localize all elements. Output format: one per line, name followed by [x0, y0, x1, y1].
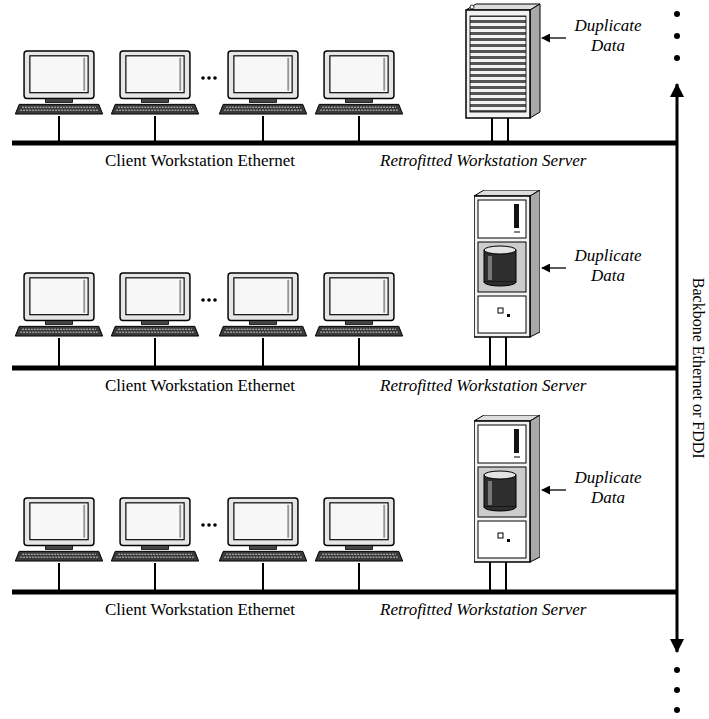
workstation-icon: [111, 498, 198, 561]
workstation-icon: [111, 273, 198, 336]
ellipsis-dot: [201, 76, 205, 80]
callout-label: Duplicate Data: [568, 468, 648, 507]
server-label: Retrofitted Workstation Server: [380, 376, 587, 396]
server-drop: [490, 562, 506, 592]
workstation-icon: [111, 51, 198, 114]
ellipsis-dot: [207, 298, 211, 302]
ellipsis-dot: [213, 298, 217, 302]
ellipsis-dot: [207, 523, 211, 527]
workstation-icon: [315, 498, 402, 561]
drop-cable: [59, 116, 359, 143]
pointer-arrow: [542, 37, 566, 38]
ethernet-bus: [12, 590, 677, 595]
callout-label: Duplicate Data: [568, 246, 648, 285]
network-label: Client Workstation Ethernet: [105, 376, 295, 396]
client-segment: [12, 4, 677, 143]
continuation-dot: [674, 707, 680, 713]
workstation-icon: [219, 51, 306, 114]
network-label: Client Workstation Ethernet: [105, 600, 295, 620]
workstation-icon: [219, 273, 306, 336]
pointer-arrow: [542, 489, 566, 490]
workstation-icon: [15, 498, 102, 561]
ethernet-bus: [12, 366, 677, 371]
ellipsis-dot: [213, 76, 217, 80]
backbone: [674, 11, 680, 713]
ethernet-bus: [12, 141, 677, 146]
continuation-dot: [674, 11, 680, 17]
backbone-label: Backbone Ethernet or FDDI: [688, 278, 706, 459]
server-label: Retrofitted Workstation Server: [380, 151, 587, 171]
workstation-icon: [315, 273, 402, 336]
tower-server: [474, 415, 540, 562]
ellipsis-dot: [207, 76, 211, 80]
network-label: Client Workstation Ethernet: [105, 151, 295, 171]
continuation-dot: [674, 33, 680, 39]
rack-server: [466, 4, 540, 118]
server-drop: [490, 337, 506, 368]
workstation-icon: [219, 498, 306, 561]
client-segment: [12, 190, 677, 368]
continuation-dot: [674, 667, 680, 673]
continuation-dot: [674, 687, 680, 693]
callout-label: Duplicate Data: [568, 16, 648, 55]
server-label: Retrofitted Workstation Server: [380, 600, 587, 620]
drop-cable: [59, 338, 359, 368]
ellipsis-dot: [201, 298, 205, 302]
server-drop: [492, 118, 508, 143]
ellipsis-dot: [213, 523, 217, 527]
drop-cable: [59, 563, 359, 592]
ellipsis-dot: [201, 523, 205, 527]
workstation-icon: [15, 273, 102, 336]
continuation-dot: [674, 55, 680, 61]
client-segment: [12, 415, 677, 592]
workstation-icon: [315, 51, 402, 114]
pointer-arrow: [542, 267, 566, 268]
backbone-arrow: [676, 84, 679, 652]
workstation-icon: [15, 51, 102, 114]
tower-server: [474, 190, 540, 337]
